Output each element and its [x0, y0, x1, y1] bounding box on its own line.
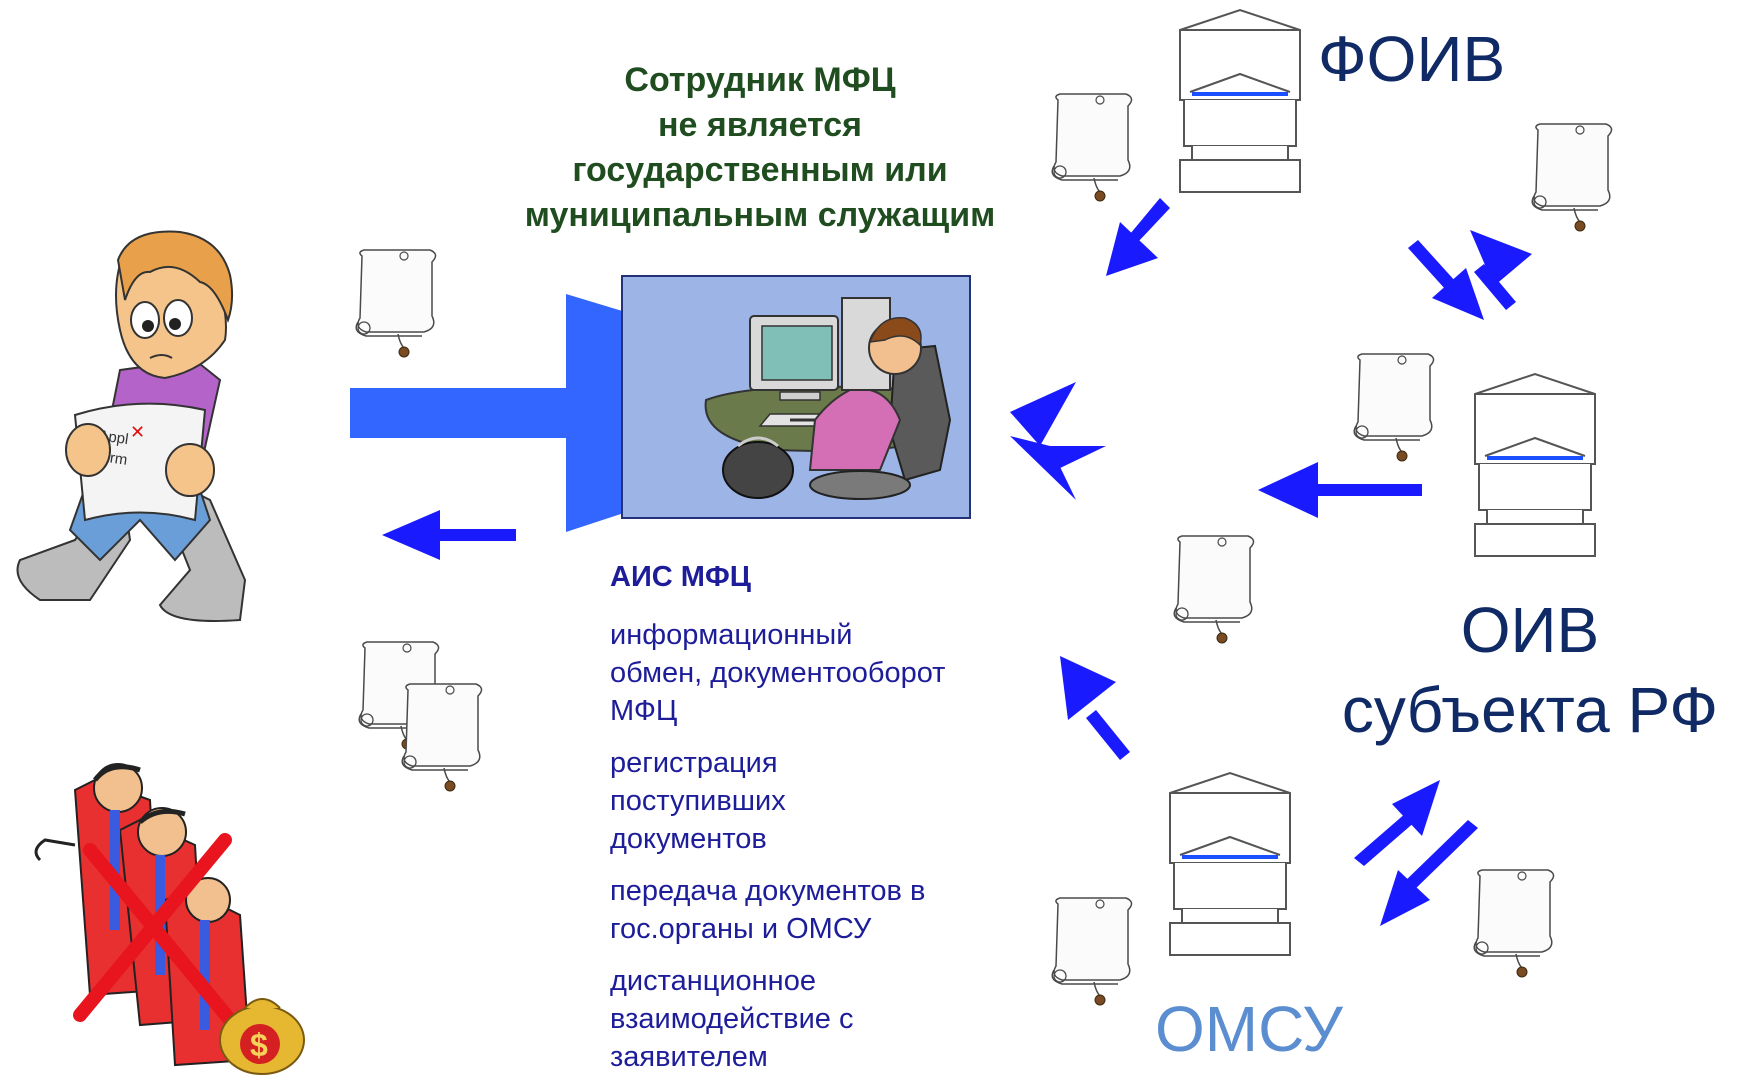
ais-item-exchange: информационный обмен, документооборот МФ…	[610, 616, 1030, 730]
mfc-operator-computer-icon	[621, 275, 971, 519]
ais-item-remote: дистанционное взаимодействие с заявителе…	[610, 962, 1030, 1076]
scroll-document-icon	[1173, 535, 1255, 644]
scroll-document-icon	[401, 683, 483, 792]
scroll-document-icon	[355, 249, 437, 358]
scroll-document-icon	[1353, 353, 1435, 462]
ais-item-line: поступивших	[610, 785, 786, 817]
ais-item-line: дистанционное	[610, 965, 816, 997]
crossed-out-officials-icon	[34, 763, 252, 1067]
government-building-icon	[1178, 8, 1302, 194]
ais-item-line: документов	[610, 823, 767, 855]
government-building-icon	[1168, 771, 1292, 957]
government-building-icon	[1473, 372, 1597, 558]
ais-item-line: информационный	[610, 619, 853, 651]
confused-applicant-icon: Appl Form ✕	[16, 230, 247, 622]
heading-line-1: Сотрудник МФЦ	[624, 61, 896, 99]
heading-block: Сотрудник МФЦ не является государственны…	[480, 58, 1040, 238]
ais-item-line: передача документов в	[610, 875, 926, 907]
heading-line-4: муниципальным служащим	[524, 196, 996, 234]
scroll-document-icon	[1051, 93, 1133, 202]
ais-item-line: обмен, документооборот	[610, 657, 946, 689]
oiv-label-line-1: ОИВ	[1460, 594, 1600, 666]
ais-item-registration: регистрация поступивших документов	[610, 744, 1030, 858]
ais-title: АИС МФЦ	[610, 561, 751, 593]
scroll-document-icon	[1531, 123, 1613, 232]
ais-item-line: гос.органы и ОМСУ	[610, 913, 872, 945]
ais-block: АИС МФЦ информационный обмен, документоо…	[610, 558, 1030, 1090]
ais-item-line: взаимодействие с	[610, 1003, 854, 1035]
paper-x-mark: ✕	[130, 422, 145, 442]
oiv-label-line-2: субъекта РФ	[1341, 674, 1719, 746]
ais-item-line: регистрация	[610, 747, 778, 779]
blue-arrow-icon	[382, 198, 1532, 926]
omsu-label: ОМСУ	[1155, 993, 1343, 1065]
ais-item-transfer: передача документов в гос.органы и ОМСУ	[610, 872, 1030, 948]
scroll-document-icon	[1473, 869, 1555, 978]
svg-text:$: $	[250, 1027, 268, 1063]
heading-line-3: государственным или	[572, 151, 948, 189]
heading-line-2: не является	[657, 106, 863, 144]
scroll-document-icon	[1051, 897, 1133, 1006]
foiv-label: ФОИВ	[1318, 23, 1506, 95]
oiv-label: ОИВ субъекта РФ	[1325, 590, 1735, 750]
ais-item-line: заявителем	[610, 1041, 768, 1073]
ais-item-line: МФЦ	[610, 695, 678, 727]
money-bag-icon: $	[219, 998, 305, 1075]
